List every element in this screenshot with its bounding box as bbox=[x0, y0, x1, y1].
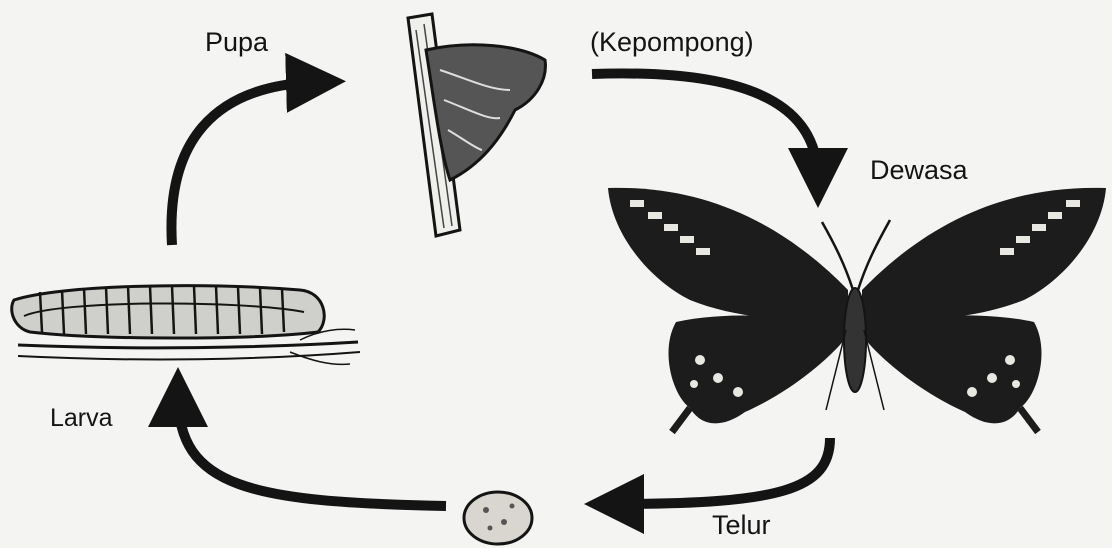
arrow-adult-to-egg bbox=[612, 438, 830, 504]
label-telur: Telur bbox=[712, 510, 771, 541]
label-pupa: Pupa bbox=[205, 27, 268, 58]
label-dewasa: Dewasa bbox=[870, 155, 968, 186]
label-kepompong: (Kepompong) bbox=[590, 27, 754, 58]
larva-illustration bbox=[12, 286, 360, 365]
label-larva: Larva bbox=[50, 404, 113, 433]
arrow-egg-to-larva bbox=[178, 395, 446, 506]
butterfly-illustration bbox=[608, 188, 1106, 432]
arrow-larva-to-pupa bbox=[171, 82, 318, 245]
arrow-pupa-to-adult bbox=[592, 73, 818, 180]
egg-illustration bbox=[464, 492, 532, 544]
pupa-illustration bbox=[408, 14, 545, 236]
